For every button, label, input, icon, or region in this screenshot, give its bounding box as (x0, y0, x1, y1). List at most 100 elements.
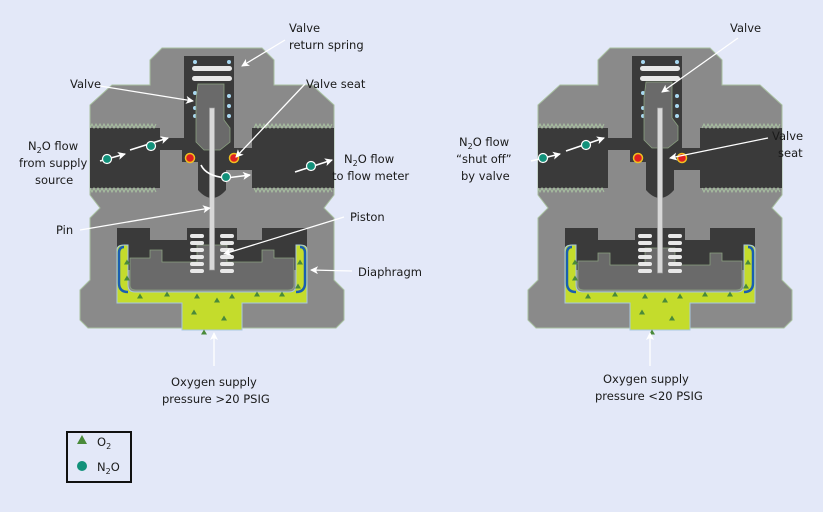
spring-coil (640, 76, 680, 81)
o2-molecule-icon (642, 293, 648, 299)
label-n2o-out-line2: to flow meter (332, 169, 409, 183)
diaphragm-left (565, 245, 577, 294)
piston-spring-coil (220, 255, 234, 259)
legend-label-o2: O2 (97, 435, 111, 451)
piston-spring-coil (638, 269, 652, 273)
outlet-port (252, 128, 334, 188)
inlet-thread-top (537, 122, 605, 130)
o2-molecule-icon (194, 293, 200, 299)
n2o-molecule-icon (580, 139, 592, 151)
piston-spring-coil (668, 262, 682, 266)
oxygen-chamber (564, 244, 756, 331)
o2-molecule-icon (639, 309, 645, 315)
spring-wire-dot (193, 60, 197, 64)
label-n2o-in-line1: N2O flow (28, 139, 78, 155)
label-n2o-in-line3: source (35, 173, 73, 187)
spring-wire-dot (641, 60, 645, 64)
leader-valve-seat (235, 83, 306, 158)
left-device-open (79, 39, 353, 366)
leader-valve (99, 85, 194, 104)
label-valve: Valve (70, 77, 101, 91)
inlet-thread-bottom (89, 186, 157, 194)
o2-molecule-icon (702, 291, 708, 297)
spring-wire-dot (675, 94, 679, 98)
piston-spring-coil (638, 241, 652, 245)
o2-molecule-icon (572, 259, 578, 265)
legend-label-n2o: N2O (97, 460, 120, 476)
outlet-thread-top (253, 122, 333, 130)
o2-molecule-icon (727, 291, 733, 297)
label-n2o-shutoff-line1: N2O flow (459, 135, 509, 151)
spring-wire-dot (227, 104, 231, 108)
o2-molecule-icon (585, 293, 591, 299)
o2-molecule-icon (669, 315, 675, 321)
piston-spring-coil (190, 262, 204, 266)
label-diaphragm: Diaphragm (358, 265, 422, 279)
piston-spring-coil (668, 269, 682, 273)
o2-molecule-icon (745, 259, 751, 265)
label-valve-return-spring-line2: return spring (289, 38, 364, 52)
o2-molecule-icon (221, 315, 227, 321)
o2-molecule-icon (124, 259, 130, 265)
n2o-molecule-icon (145, 140, 157, 152)
label-n2o-shutoff-line2: “shut off” (456, 152, 512, 166)
piston-spring-coil (190, 234, 204, 238)
label-n2o-out-line1: N2O flow (344, 152, 394, 168)
o2-molecule-icon (201, 329, 207, 335)
o2-molecule-icon (124, 275, 130, 281)
o2-molecule-icon (677, 293, 683, 299)
spring-wire-dot (193, 91, 197, 95)
o2-molecule-icon (295, 283, 301, 289)
spring-coil (192, 66, 232, 71)
outlet-thread-bottom (253, 186, 333, 194)
piston-spring-coil (190, 241, 204, 245)
valve-seat-o-ring (184, 152, 196, 164)
n2o-molecule-icon (305, 160, 317, 172)
diaphragm-right (295, 245, 307, 294)
pin (657, 107, 663, 274)
legend-box (66, 431, 132, 483)
piston-spring-coil (668, 241, 682, 245)
piston-spring-coil (668, 248, 682, 252)
pin (209, 107, 215, 271)
spring-wire-dot (227, 114, 231, 118)
spring-wire-dot (227, 60, 231, 64)
label-valve-seat-right-line2: seat (778, 146, 803, 160)
o2-molecule-icon (229, 293, 235, 299)
o2-molecule-icon (191, 309, 197, 315)
outlet-thread-top (701, 122, 781, 130)
o2-molecule-icon (743, 283, 749, 289)
piston-spring-coil (638, 262, 652, 266)
label-oxygen-supply-line2: pressure >20 PSIG (162, 392, 270, 406)
outlet-port (700, 128, 782, 188)
piston-spring-coil (220, 234, 234, 238)
o2-molecule-icon (297, 259, 303, 265)
inlet-port (538, 128, 608, 188)
right-device-closed (527, 37, 793, 366)
label-valve-seat: Valve seat (306, 77, 366, 91)
right-labels: Valve Valve seat N2O flow “shut off” by … (456, 21, 803, 403)
o2-molecule-icon (572, 275, 578, 281)
piston-spring-coil (638, 255, 652, 259)
o2-molecule-icon (137, 293, 143, 299)
piston-spring-coil (220, 269, 234, 273)
o2-molecule-icon (662, 297, 668, 303)
label-oxygen-supply-line1: Oxygen supply (171, 375, 257, 389)
piston-spring-coil (668, 255, 682, 259)
leader-pin (79, 205, 211, 231)
oxygen-chamber (116, 244, 308, 331)
label-n2o-in-line2: from supply (19, 156, 87, 170)
label-piston: Piston (350, 210, 385, 224)
inlet-thread-top (89, 122, 157, 130)
piston-spring-coil (220, 241, 234, 245)
spring-coil (640, 66, 680, 71)
n2o-molecule-icon (101, 153, 113, 165)
inlet-port (90, 128, 160, 188)
label-oxygen-supply-right-line1: Oxygen supply (603, 372, 689, 386)
label-n2o-shutoff-line3: by valve (461, 169, 510, 183)
o2-molecule-icon (164, 291, 170, 297)
o2-molecule-icon (279, 291, 285, 297)
spring-wire-dot (675, 104, 679, 108)
legend: O2 N2O (66, 431, 132, 483)
